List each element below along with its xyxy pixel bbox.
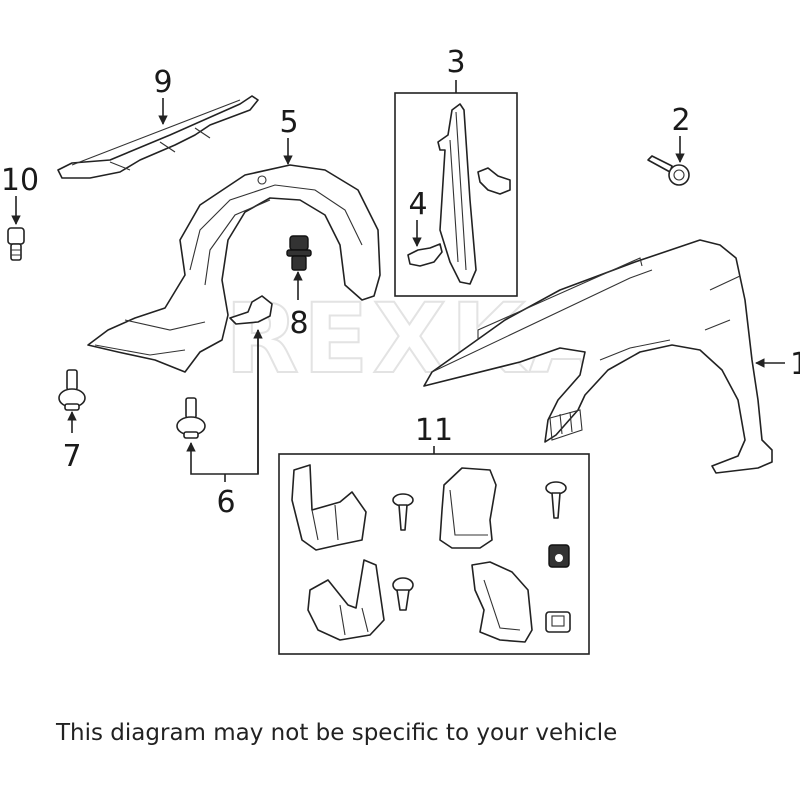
callout-8[interactable]: 8 bbox=[289, 306, 308, 341]
splash-guard-front-right[interactable] bbox=[439, 467, 497, 549]
liner-screw-part-2[interactable] bbox=[176, 397, 206, 439]
callout-2[interactable]: 2 bbox=[671, 103, 690, 138]
stud-clip-part[interactable] bbox=[7, 227, 25, 261]
callout-11[interactable]: 11 bbox=[415, 413, 453, 448]
splash-guard-rear-left[interactable] bbox=[307, 559, 385, 641]
clip-part[interactable] bbox=[407, 243, 443, 267]
fender-liner-part[interactable] bbox=[87, 164, 381, 373]
callout-10[interactable]: 10 bbox=[1, 163, 39, 198]
bracket-clip-part[interactable] bbox=[477, 167, 511, 195]
callout-5[interactable]: 5 bbox=[279, 105, 298, 140]
clip-nut-1[interactable] bbox=[548, 544, 570, 568]
callout-6[interactable]: 6 bbox=[216, 485, 235, 520]
disclaimer-text: This diagram may not be specific to your… bbox=[56, 720, 618, 746]
fender-bracket-part[interactable] bbox=[437, 103, 477, 285]
tapping-screw-1[interactable] bbox=[392, 493, 414, 531]
splash-guard-front-left[interactable] bbox=[291, 464, 367, 551]
retainer-part[interactable] bbox=[58, 369, 86, 411]
push-clip[interactable] bbox=[392, 577, 414, 611]
tapping-screw-2[interactable] bbox=[545, 481, 567, 519]
nut-part[interactable] bbox=[286, 235, 312, 271]
callout-3[interactable]: 3 bbox=[446, 45, 465, 80]
fender-seal-part[interactable] bbox=[57, 95, 259, 179]
callout-1[interactable]: 1 bbox=[790, 347, 800, 382]
clip-nut-2[interactable] bbox=[545, 611, 571, 633]
callout-4[interactable]: 4 bbox=[408, 187, 427, 222]
splash-guard-rear-right[interactable] bbox=[471, 561, 533, 643]
bolt-part[interactable] bbox=[647, 155, 690, 186]
callout-9[interactable]: 9 bbox=[153, 65, 172, 100]
leader-lines bbox=[11, 80, 785, 482]
fender-part[interactable] bbox=[423, 239, 773, 474]
liner-screw-part[interactable] bbox=[229, 295, 273, 325]
callout-7[interactable]: 7 bbox=[62, 439, 81, 474]
